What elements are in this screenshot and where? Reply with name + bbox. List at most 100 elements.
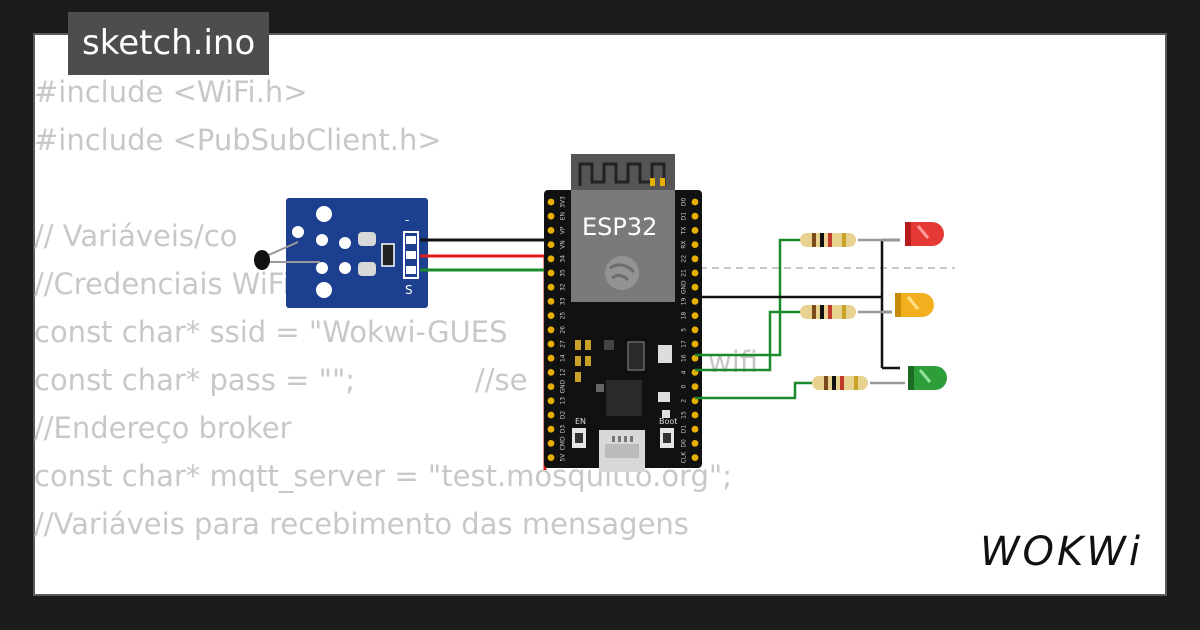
right-pin[interactable] (691, 425, 699, 433)
right-pin-label: RX (681, 240, 688, 248)
left-pin-label: GND (560, 379, 567, 393)
left-pin-label: 26 (560, 326, 567, 334)
wire-led-yellow (695, 310, 800, 372)
left-pin[interactable] (547, 369, 555, 376)
sensor-signal-label: S (405, 283, 413, 297)
led-green[interactable] (908, 366, 947, 390)
right-pin[interactable] (691, 383, 699, 390)
left-pin[interactable] (547, 397, 555, 405)
right-pin-label: 4 (681, 370, 688, 374)
left-pin[interactable] (547, 440, 555, 447)
right-pin-label: D1 (681, 212, 688, 221)
right-pin[interactable] (691, 454, 699, 461)
left-pin[interactable] (547, 227, 555, 234)
left-pin[interactable] (547, 454, 555, 461)
esp32-board[interactable]: ESP32 EN Boot 3V3ENVPVN34353233252627141… (544, 154, 702, 472)
thermistor-bead (254, 250, 270, 270)
left-pin[interactable] (547, 354, 555, 362)
right-pin[interactable] (691, 312, 699, 319)
right-pin-label: CLK (681, 451, 688, 464)
file-tab[interactable]: sketch.ino (68, 12, 270, 75)
resistor-3[interactable] (812, 376, 868, 390)
left-pin[interactable] (547, 425, 555, 433)
left-pin-label: 27 (560, 340, 567, 348)
left-pin-label: EN (560, 212, 567, 220)
left-pin[interactable] (547, 241, 555, 249)
en-label: EN (575, 417, 586, 426)
right-pin-label: 5 (681, 328, 688, 332)
right-pin[interactable] (691, 283, 699, 291)
led-yellow[interactable] (895, 293, 934, 317)
right-pin-label: TX (681, 227, 688, 236)
left-pin-label: 25 (560, 312, 567, 320)
right-pin[interactable] (691, 326, 699, 334)
right-pin[interactable] (691, 298, 699, 305)
led-red[interactable] (905, 222, 944, 246)
left-pin-label: D3 (560, 425, 567, 434)
right-pin[interactable] (691, 212, 699, 220)
resistor-1[interactable] (800, 233, 856, 247)
left-pin-label: 13 (560, 397, 567, 405)
left-pin[interactable] (547, 340, 555, 348)
wire-sensor-vcc (420, 254, 547, 470)
temperature-sensor-module[interactable]: - S (254, 198, 428, 308)
left-pin-label: VP (560, 226, 567, 234)
boot-label: Boot (659, 417, 677, 426)
left-pin[interactable] (547, 198, 555, 206)
right-pin-label: 16 (681, 354, 688, 362)
left-pin-header: 3V3ENVPVN343532332526271412GND13D2D3CMD5… (547, 196, 567, 462)
left-pin-label: 34 (560, 255, 567, 263)
right-pin-label: 15 (681, 411, 688, 419)
left-pin-label: 32 (560, 283, 567, 291)
right-pin-label: GND (681, 280, 688, 294)
left-pin-label: CMD (560, 436, 567, 450)
right-pin-label: 17 (681, 340, 688, 348)
right-pin[interactable] (691, 411, 699, 419)
left-pin-label: VN (560, 240, 567, 249)
left-pin[interactable] (547, 212, 555, 220)
right-pin-label: 18 (681, 312, 688, 320)
code-line: //Variáveis para recebimento das mensage… (34, 507, 689, 541)
left-pin[interactable] (547, 269, 555, 277)
code-fragment-wifi: wifi (708, 345, 758, 379)
left-pin[interactable] (547, 411, 555, 419)
left-pin[interactable] (547, 255, 555, 263)
right-pin[interactable] (691, 440, 699, 447)
right-pin-label: 19 (681, 297, 688, 305)
left-pin-label: 12 (560, 368, 567, 376)
sensor-minus-label: - (405, 213, 409, 227)
left-pin-label: 33 (560, 297, 567, 305)
left-pin[interactable] (547, 383, 555, 390)
left-pin[interactable] (547, 326, 555, 334)
left-pin[interactable] (547, 298, 555, 305)
right-pin[interactable] (691, 340, 699, 348)
resistor-2[interactable] (800, 305, 856, 319)
left-pin[interactable] (547, 283, 555, 291)
code-line: //Credenciais WiFi (34, 267, 291, 301)
left-pin[interactable] (547, 312, 555, 319)
right-pin-label: 22 (681, 255, 688, 263)
right-pin[interactable] (691, 269, 699, 277)
wokwi-logo: WOKWi (980, 529, 1143, 575)
code-line: // Variáveis/co (34, 219, 238, 253)
left-pin-label: 35 (560, 269, 567, 277)
right-pin-label: D0 (681, 439, 688, 448)
right-pin-label: 21 (681, 269, 688, 277)
right-pin[interactable] (691, 354, 699, 362)
right-pin[interactable] (691, 255, 699, 263)
right-pin[interactable] (691, 241, 699, 249)
right-pin[interactable] (691, 198, 699, 206)
right-pin[interactable] (691, 227, 699, 234)
left-pin-label: 5V (560, 453, 567, 462)
svg-text:WOKWi: WOKWi (980, 529, 1143, 575)
right-pin-label: D0 (681, 198, 688, 207)
code-line: #include <WiFi.h> (34, 75, 308, 109)
wire-led-green (695, 381, 812, 400)
code-line: #include <PubSubClient.h> (34, 123, 442, 157)
left-pin-label: D2 (560, 411, 567, 420)
right-pin-label: 0 (681, 385, 688, 389)
led-leads (858, 238, 905, 385)
code-line: //Endereço broker (34, 411, 292, 445)
